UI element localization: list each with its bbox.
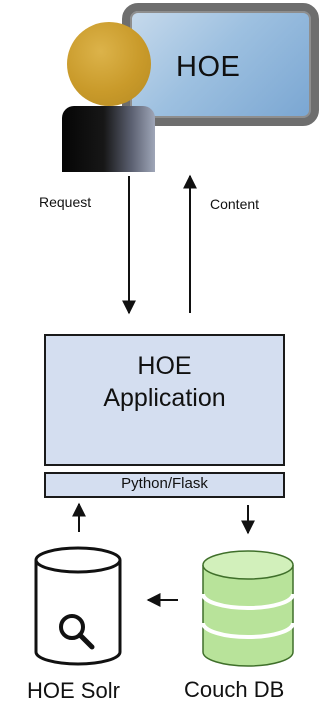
python-flask-label: Python/Flask bbox=[121, 475, 208, 492]
search-icon bbox=[59, 614, 95, 650]
user-body bbox=[62, 106, 155, 172]
application-box bbox=[44, 334, 285, 466]
monitor-label: HOE bbox=[176, 51, 241, 83]
application-title: HOE Application bbox=[44, 350, 285, 414]
python-flask-box bbox=[44, 472, 285, 498]
solr-label: HOE Solr bbox=[27, 678, 120, 703]
couch-label: Couch DB bbox=[184, 677, 285, 702]
couchdb-database-icon bbox=[201, 550, 295, 667]
user-head bbox=[67, 22, 151, 106]
application-title-line2: Application bbox=[103, 384, 226, 412]
solr-database-icon bbox=[34, 546, 122, 666]
application-title-line1: HOE bbox=[137, 352, 192, 380]
request-label: Request bbox=[39, 194, 92, 210]
content-label: Content bbox=[210, 196, 260, 212]
